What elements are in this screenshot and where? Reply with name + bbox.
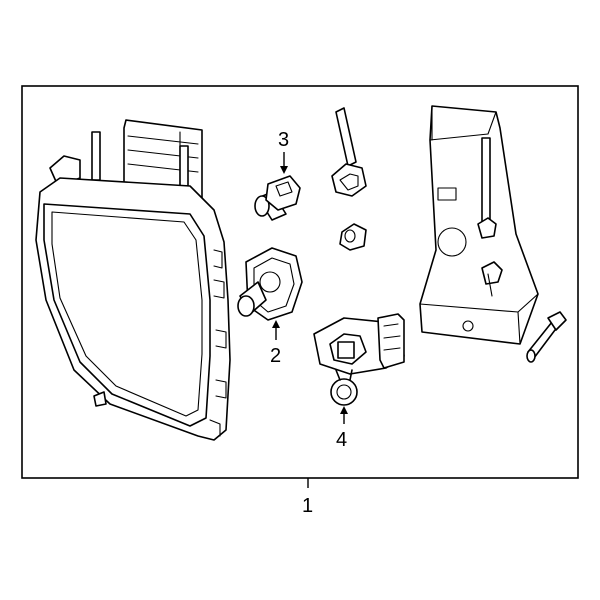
- arrow-4: [340, 406, 348, 414]
- arrow-3: [280, 166, 288, 174]
- main-bulb: [313, 313, 405, 406]
- callout-3: 3: [278, 129, 289, 151]
- adjuster-pin: [526, 311, 567, 363]
- callout-4: 4: [336, 429, 347, 451]
- small-bulb-socket: [237, 247, 303, 321]
- wire-connector: [331, 107, 367, 197]
- screw-part: [254, 175, 301, 221]
- small-nut: [339, 223, 367, 251]
- callout-1: 1: [302, 495, 313, 517]
- headlamp-housing: [35, 119, 231, 441]
- mounting-bracket: [419, 105, 539, 345]
- arrow-2: [272, 320, 280, 328]
- callout-2: 2: [270, 345, 281, 367]
- assembly-frame: [21, 85, 579, 479]
